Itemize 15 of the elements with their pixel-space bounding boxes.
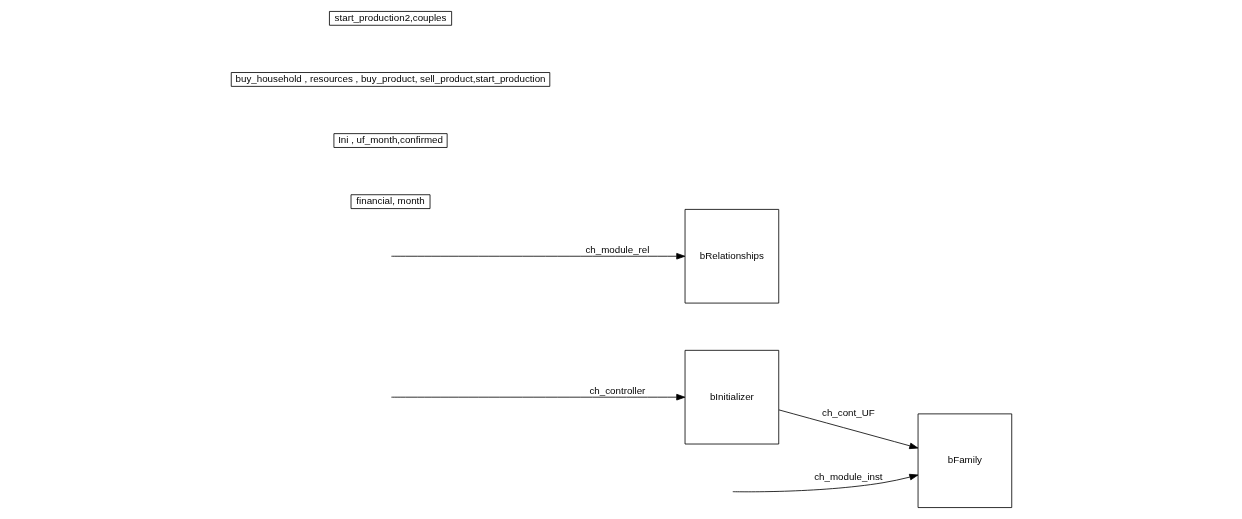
arrow xyxy=(390,393,685,401)
edge-label: ch_cont_UF xyxy=(821,407,875,419)
label: start_production2,couples xyxy=(334,11,446,23)
arrow xyxy=(390,253,685,260)
node-box: bInitializer xyxy=(684,349,779,445)
label: financial, month xyxy=(355,195,425,207)
edge-label: ch_module_inst xyxy=(813,470,883,482)
arrow xyxy=(778,409,918,450)
node-box: bFamily xyxy=(917,413,1012,508)
edge-label: ch_controller xyxy=(588,385,645,397)
arrow xyxy=(731,473,918,493)
label: Ini , uf_month,confirmed xyxy=(337,134,443,146)
label: buy_household , resources , buy_product, sell_product,start_production xyxy=(235,72,546,84)
edge-label: ch_module_rel xyxy=(584,244,649,256)
node-box: bRelationships xyxy=(684,209,779,304)
